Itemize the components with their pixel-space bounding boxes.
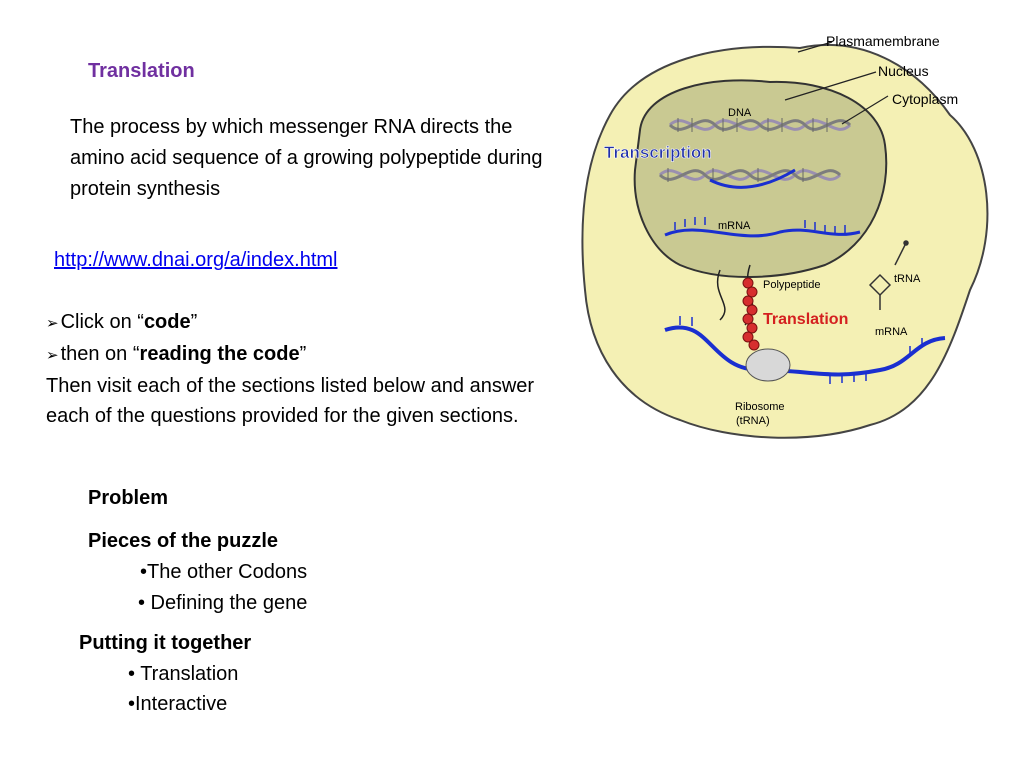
code-keyword: code (143, 311, 191, 333)
trna-label: tRNA (894, 273, 921, 285)
mrna-nucleus-strand (664, 228, 861, 238)
step-click-code: ➢Click on “code” (46, 311, 198, 333)
mrna-cytoplasm-label: mRNA (875, 326, 908, 338)
plasma-membrane-label: Plasmamembrane (826, 33, 940, 49)
item-translation: • Translation (128, 663, 239, 685)
section-problem: Problem (88, 487, 169, 509)
instructions: ➢Click on “code” ➢then on “reading the c… (46, 307, 546, 431)
ribosome-sub-label: (tRNA) (736, 415, 770, 427)
step-reading-code: ➢then on “reading the code” (46, 343, 307, 365)
reading-code-keyword: reading the code (139, 343, 300, 365)
cytoplasm-label: Cytoplasm (892, 91, 958, 107)
polypeptide-label: Polypeptide (763, 279, 821, 291)
translation-label: Translation (763, 311, 848, 328)
ribosome-label: Ribosome (735, 401, 785, 413)
trna-icon (868, 240, 909, 310)
mrna-transcript-strand (709, 168, 796, 189)
cell-diagram: Plasmamembrane Nucleus Cytoplasm DNA Tra… (581, 33, 989, 439)
arrow-bullet-icon: ➢ (46, 347, 59, 364)
instructions-body: Then visit each of the sections listed b… (46, 375, 535, 427)
arrow-bullet-icon: ➢ (46, 315, 59, 332)
definition-text: The process by which messenger RNA direc… (70, 116, 543, 200)
export-arrow (716, 269, 726, 321)
dna-helix (658, 119, 852, 181)
mrna-nucleus-label: mRNA (718, 220, 751, 232)
mrna-nucleus-bases (674, 217, 846, 234)
nucleus-label: Nucleus (878, 63, 929, 79)
mrna-cytoplasm-bases (679, 316, 923, 384)
dnai-link[interactable]: http://www.dnai.org/a/index.html (54, 249, 338, 271)
polypeptide-chain (742, 277, 760, 351)
section-putting-together: Putting it together (79, 632, 252, 654)
item-defining-gene: • Defining the gene (138, 592, 308, 614)
mrna-cytoplasm-strand (664, 325, 946, 377)
ribosome (745, 348, 791, 382)
dna-rungs (667, 118, 828, 182)
label-pointers (784, 41, 889, 125)
item-interactive: •Interactive (128, 693, 228, 715)
dna-label: DNA (728, 107, 752, 119)
transcription-label: Transcription (604, 143, 712, 162)
item-other-codons: •The other Codons (140, 561, 308, 583)
section-pieces: Pieces of the puzzle (88, 530, 279, 552)
slide-title: Translation (88, 60, 195, 82)
